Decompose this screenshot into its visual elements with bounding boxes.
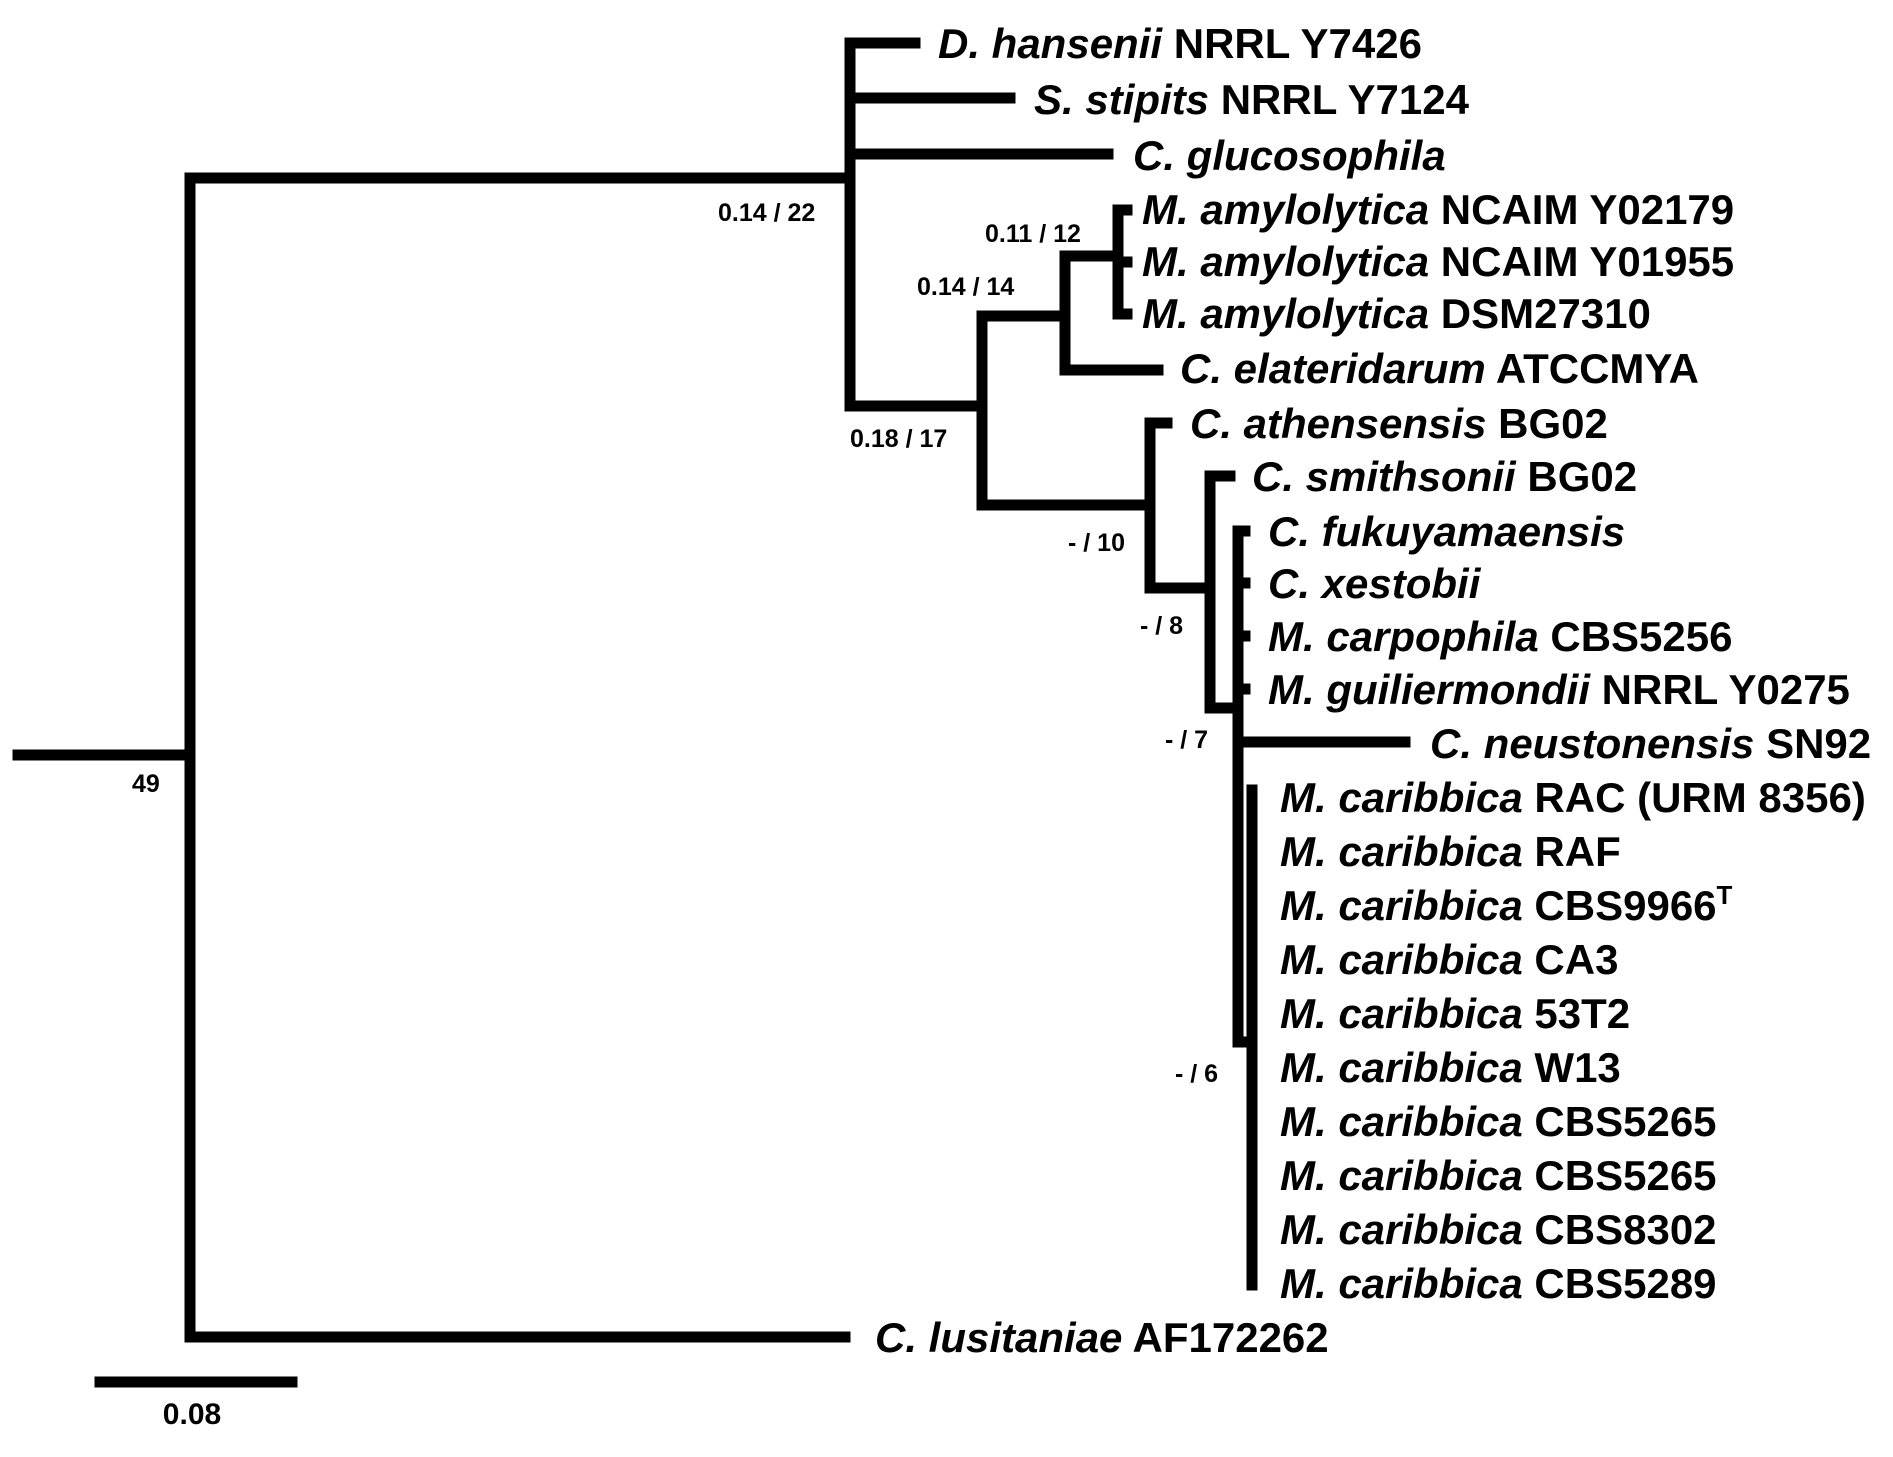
leaf-label-cfuk: C. fukuyamaensis (1268, 508, 1625, 555)
leaf-strain: NRRL Y7426 (1162, 20, 1422, 67)
leaf-label-mamy1: M. amylolytica NCAIM Y02179 (1142, 186, 1734, 233)
leaf-superscript: T (1717, 880, 1733, 910)
leaf-strain: RAF (1523, 828, 1621, 875)
leaf-label-dhan: D. hansenii NRRL Y7426 (938, 20, 1422, 67)
leaf-label-mamy2: M. amylolytica NCAIM Y01955 (1142, 238, 1734, 285)
leaf-label-mc8: M. caribbica CBS5265 (1280, 1152, 1717, 1199)
leaf-species: M. amylolytica (1142, 186, 1429, 233)
leaf-label-cneu: C. neustonensis SN92 (1430, 720, 1871, 767)
leaf-species: C. glucosophila (1133, 132, 1446, 179)
leaf-label-mc5: M. caribbica 53T2 (1280, 990, 1630, 1037)
leaf-strain: DSM27310 (1429, 290, 1651, 337)
leaf-strain: ATCCMYA (1486, 345, 1699, 392)
leaf-label-cglu: C. glucosophila (1133, 132, 1446, 179)
leaf-label-ssti: S. stipits NRRL Y7124 (1034, 76, 1470, 123)
leaf-label-mc7: M. caribbica CBS5265 (1280, 1098, 1717, 1145)
leaf-label-mc4: M. caribbica CA3 (1280, 936, 1618, 983)
leaf-strain: AF172262 (1122, 1314, 1328, 1361)
leaf-species: M. caribbica (1280, 828, 1523, 875)
leaf-label-csmi: C. smithsonii BG02 (1252, 453, 1637, 500)
leaf-species: M. amylolytica (1142, 238, 1429, 285)
leaf-label-mc6: M. caribbica W13 (1280, 1044, 1621, 1091)
support-value-n-amy: 0.11 / 12 (985, 220, 1081, 248)
leaf-species: C. xestobii (1268, 560, 1482, 607)
leaf-species: M. caribbica (1280, 1260, 1523, 1307)
leaf-species: C. athensensis (1190, 400, 1486, 447)
support-value-n-smi: - / 8 (1140, 612, 1183, 640)
leaf-strain: BG02 (1516, 453, 1637, 500)
support-value-root: 49 (132, 770, 160, 798)
leaf-strain: NRRL Y7124 (1209, 76, 1470, 123)
leaf-strain: CBS5256 (1539, 613, 1733, 660)
scale-bar-label: 0.08 (163, 1398, 221, 1431)
leaf-species: C. smithsonii (1252, 453, 1517, 500)
leaf-species: C. neustonensis (1430, 720, 1754, 767)
leaf-species: D. hansenii (938, 20, 1163, 67)
leaf-species: C. lusitaniae (875, 1314, 1122, 1361)
support-value-n-ath: - / 10 (1068, 529, 1125, 557)
leaf-strain: BG02 (1486, 400, 1607, 447)
leaf-label-mgui: M. guiliermondii NRRL Y0275 (1268, 666, 1850, 713)
leaf-species: M. caribbica (1280, 1044, 1523, 1091)
leaf-species: M. carpophila (1268, 613, 1539, 660)
leaf-strain: RAC (URM 8356) (1523, 774, 1866, 821)
leaf-species: M. caribbica (1280, 1152, 1523, 1199)
leaf-strain: CA3 (1523, 936, 1619, 983)
leaf-label-mc1: M. caribbica RAC (URM 8356) (1280, 774, 1866, 821)
leaf-strain: W13 (1523, 1044, 1621, 1091)
leaf-strain: SN92 (1754, 720, 1871, 767)
support-value-n-amyela: 0.14 / 14 (917, 273, 1014, 301)
node-support-values: 49 0.14 / 22 0.11 / 12 0.14 / 14 0.18 / 17 - … (132, 199, 1218, 1088)
leaf-species: M. caribbica (1280, 774, 1523, 821)
leaf-labels: D. hansenii NRRL Y7426 S. stipits NRRL Y7… (875, 20, 1871, 1361)
leaf-strain: CBS8302 (1523, 1206, 1717, 1253)
leaf-strain: CBS5265 (1523, 1098, 1717, 1145)
leaf-species: C. elateridarum (1180, 345, 1486, 392)
leaf-species: M. caribbica (1280, 1206, 1523, 1253)
leaf-label-cxes: C. xestobii (1268, 560, 1482, 607)
tree-branches (12, 37, 1411, 1343)
support-value-n-top: 0.14 / 22 (718, 199, 815, 227)
leaf-label-mcarp: M. carpophila CBS5256 (1268, 613, 1732, 660)
leaf-label-cela: C. elateridarum ATCCMYA (1180, 345, 1699, 392)
leaf-label-mc3: M. caribbica CBS9966T (1280, 880, 1733, 929)
leaf-species: C. fukuyamaensis (1268, 508, 1625, 555)
leaf-strain: NCAIM Y02179 (1429, 186, 1734, 233)
support-value-n-mid: 0.18 / 17 (850, 425, 947, 453)
leaf-label-mc9: M. caribbica CBS8302 (1280, 1206, 1717, 1253)
scale-bar: 0.08 (94, 1376, 298, 1431)
support-value-n-car: - / 6 (1175, 1060, 1218, 1088)
leaf-species: M. guiliermondii (1268, 666, 1591, 713)
leaf-species: M. amylolytica (1142, 290, 1429, 337)
leaf-label-mamy3: M. amylolytica DSM27310 (1142, 290, 1651, 337)
leaf-species: M. caribbica (1280, 882, 1523, 929)
leaf-strain: CBS5265 (1523, 1152, 1717, 1199)
leaf-species: M. caribbica (1280, 936, 1523, 983)
leaf-label-mc2: M. caribbica RAF (1280, 828, 1621, 875)
leaf-strain: CBS9966 (1523, 882, 1717, 929)
leaf-species: M. caribbica (1280, 1098, 1523, 1145)
leaf-strain: NCAIM Y01955 (1429, 238, 1734, 285)
leaf-species: M. caribbica (1280, 990, 1523, 1037)
leaf-species: S. stipits (1034, 76, 1209, 123)
leaf-label-clus: C. lusitaniae AF172262 (875, 1314, 1329, 1361)
leaf-strain: CBS5289 (1523, 1260, 1717, 1307)
support-value-n-neu: - / 7 (1165, 726, 1208, 754)
leaf-strain: 53T2 (1523, 990, 1630, 1037)
leaf-label-mc10: M. caribbica CBS5289 (1280, 1260, 1717, 1307)
leaf-strain: NRRL Y0275 (1590, 666, 1850, 713)
leaf-label-cath: C. athensensis BG02 (1190, 400, 1608, 447)
